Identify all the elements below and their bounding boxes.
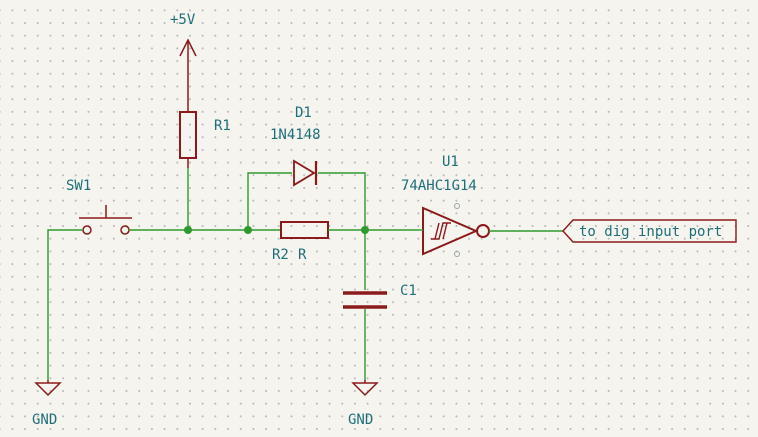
d1-ref-label: D1 — [295, 105, 312, 121]
vcc-power-symbol[interactable]: +5V — [170, 12, 197, 100]
diode-d1[interactable]: D1 1N4148 — [270, 105, 321, 187]
wire-sw1-gnd — [47, 229, 83, 380]
junction-d1-left — [244, 226, 252, 234]
u1-ref-label: U1 — [442, 154, 459, 170]
d1-value-label: 1N4148 — [270, 127, 321, 143]
vcc-label: +5V — [170, 12, 196, 28]
sw1-ref-label: SW1 — [66, 178, 91, 194]
net-label-text: to dig input port — [579, 224, 722, 240]
gnd-left-label: GND — [32, 412, 57, 428]
resistor-r1[interactable]: R1 — [179, 100, 231, 168]
capacitor-c1[interactable]: C1 — [343, 283, 417, 309]
r1-ref-label: R1 — [214, 118, 231, 134]
u1-pin-dot-bottom — [454, 251, 460, 257]
u1-pin-dot-top — [454, 203, 460, 209]
c1-ref-label: C1 — [400, 283, 417, 299]
junction-d1-right — [361, 226, 369, 234]
u1-value-label: 74AHC1G14 — [401, 178, 477, 194]
gnd-right-symbol[interactable]: GND — [348, 380, 379, 428]
r2-ref-label: R2 — [272, 247, 289, 263]
junction-r1 — [184, 226, 192, 234]
wire-d1-left — [247, 172, 292, 230]
gnd-right-label: GND — [348, 412, 373, 428]
inverter-u1[interactable]: U1 74AHC1G14 — [401, 154, 490, 257]
wire-d1-right — [318, 172, 366, 230]
resistor-r2[interactable]: R2 R — [272, 221, 329, 263]
r2-value-label: R — [298, 247, 307, 263]
switch-sw1[interactable]: SW1 — [66, 178, 132, 235]
net-label-to-dig-input-port[interactable]: to dig input port — [562, 219, 737, 243]
gnd-left-symbol[interactable]: GND — [32, 380, 62, 428]
